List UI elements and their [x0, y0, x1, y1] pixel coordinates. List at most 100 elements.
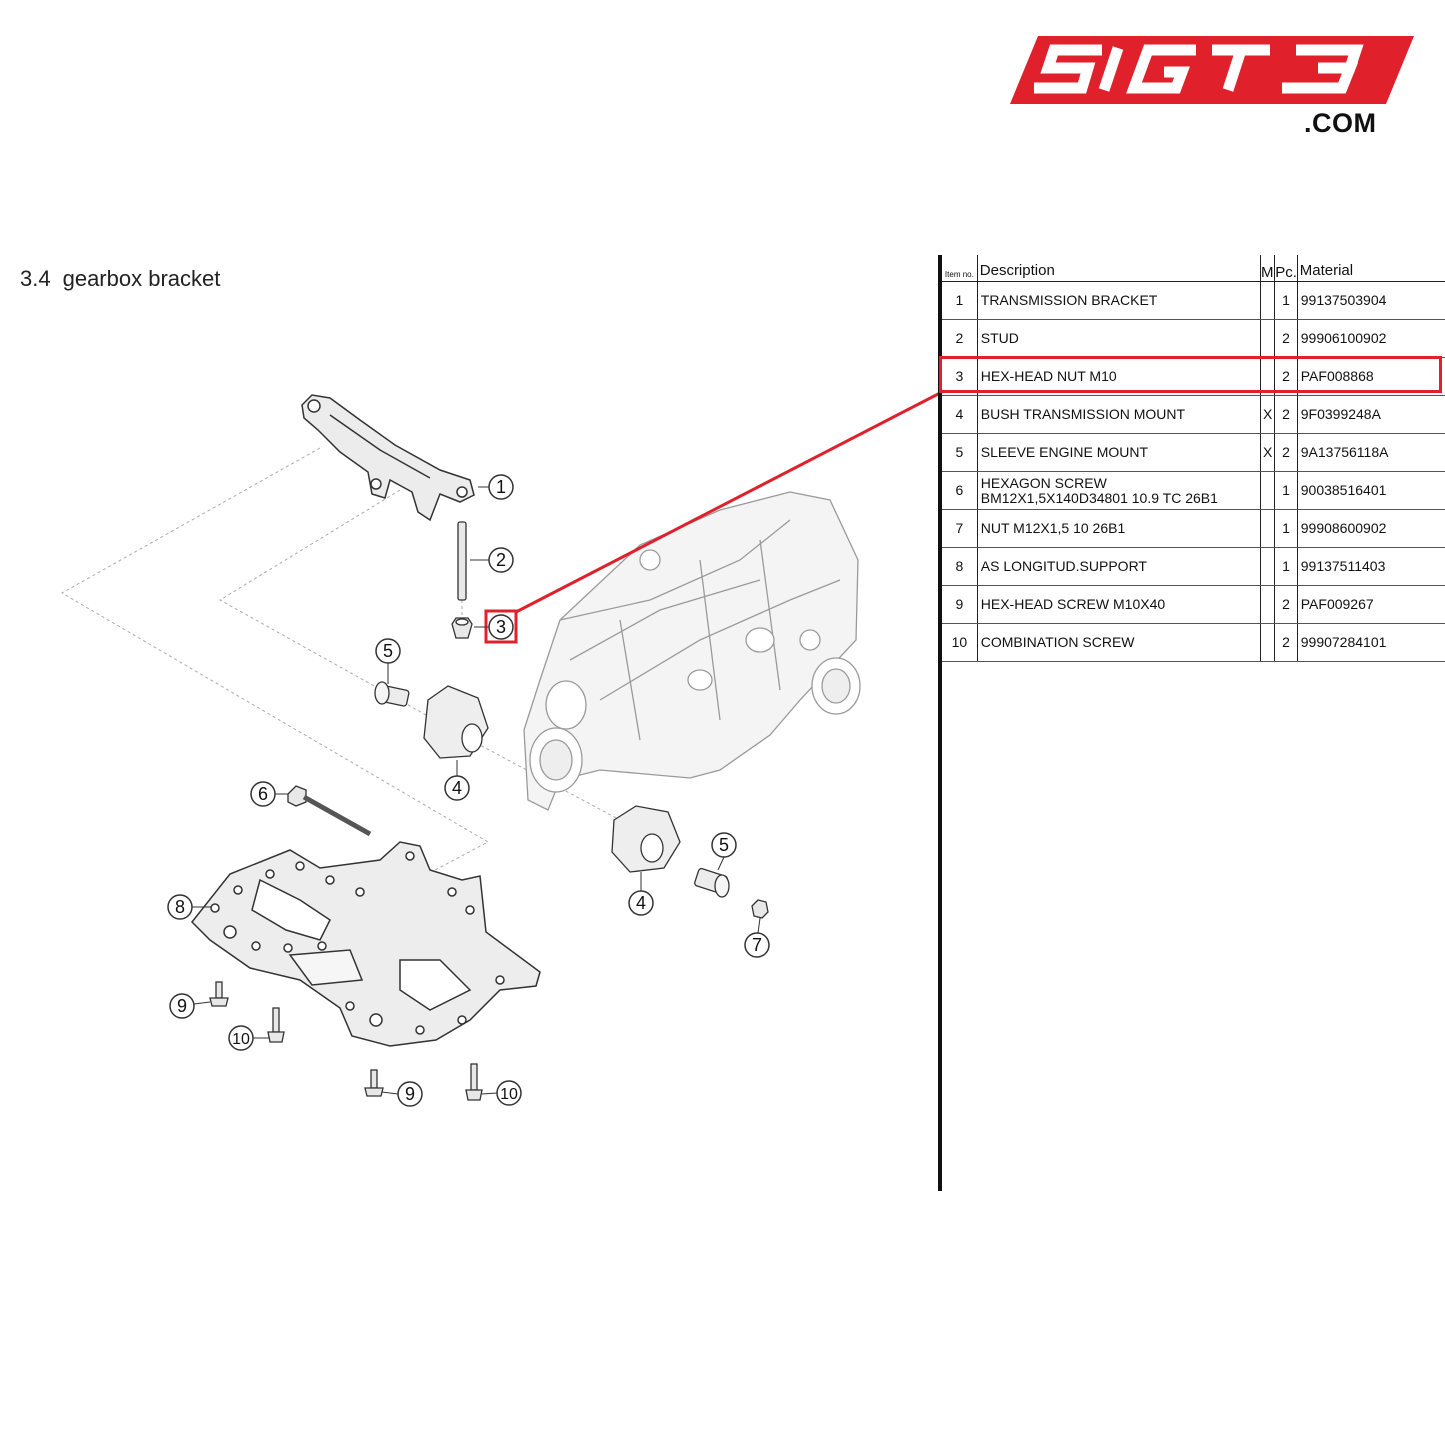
table-left-rule: [938, 255, 942, 1191]
part-bush-lower: [611, 805, 681, 873]
row-m: [1260, 471, 1276, 510]
callout-number: 5: [383, 641, 393, 661]
row-material: 9A13756118A: [1297, 433, 1445, 472]
row-material: 90038516401: [1297, 471, 1445, 510]
row-description: HEXAGON SCREW BM12X1,5X140D34801 10.9 TC…: [976, 471, 1261, 510]
callout-8: 8: [167, 894, 212, 920]
row-m: [1260, 585, 1276, 624]
row-pc: 2: [1274, 623, 1298, 662]
row-item-no: 10: [942, 623, 978, 662]
callout-number: 7: [752, 935, 762, 955]
row-m: X: [1260, 433, 1276, 472]
row-material: PAF009267: [1297, 585, 1445, 624]
header-description: Description: [976, 255, 1261, 282]
row-item-no: 1: [942, 281, 978, 320]
row-description: NUT M12X1,5 10 26B1: [976, 509, 1261, 548]
row-material: PAF008868: [1297, 357, 1445, 396]
callout-10-left: 10: [228, 1025, 270, 1051]
callout-number: 1: [496, 477, 506, 497]
row-pc: 1: [1274, 471, 1298, 510]
row-description: STUD: [976, 319, 1261, 358]
row-pc: 2: [1274, 319, 1298, 358]
part-longitudinal-support: [190, 841, 541, 1047]
highlight-leader-line: [515, 390, 943, 614]
part-hexagon-screw: [287, 785, 372, 837]
row-description: HEX-HEAD NUT M10: [976, 357, 1261, 396]
row-item-no: 6: [942, 471, 978, 510]
callouts: 1 2 3 5 4 6 8 4 5 7 9 10 9 10: [167, 474, 770, 1107]
row-pc: 1: [1274, 547, 1298, 586]
row-description: BUSH TRANSMISSION MOUNT: [976, 395, 1261, 434]
row-item-no: 9: [942, 585, 978, 624]
callout-number: 3: [496, 617, 506, 637]
row-description: TRANSMISSION BRACKET: [976, 281, 1261, 320]
row-pc: 2: [1274, 357, 1298, 396]
row-material: 99907284101: [1297, 623, 1445, 662]
row-item-no: 2: [942, 319, 978, 358]
row-m: [1260, 547, 1276, 586]
callout-4-lower: 4: [628, 872, 654, 916]
row-pc: 2: [1274, 585, 1298, 624]
section-number: 3.4: [20, 266, 51, 291]
callout-3: 3: [474, 614, 514, 640]
logo-domain-suffix: .COM: [1304, 108, 1377, 138]
row-pc: 1: [1274, 281, 1298, 320]
part-hex-nut: [451, 617, 473, 639]
callout-4-upper: 4: [444, 760, 470, 801]
callout-number: 9: [177, 996, 187, 1016]
part-screws: [209, 981, 483, 1101]
row-material: 99906100902: [1297, 319, 1445, 358]
header-item-no: Item no.: [942, 255, 978, 282]
row-m: [1260, 509, 1276, 548]
row-material: 9F0399248A: [1297, 395, 1445, 434]
row-description: HEX-HEAD SCREW M10X40: [976, 585, 1261, 624]
row-pc: 2: [1274, 395, 1298, 434]
part-sleeve-lower: [694, 867, 730, 898]
callout-number: 10: [500, 1086, 518, 1103]
callout-number: 8: [175, 897, 185, 917]
row-m: [1260, 623, 1276, 662]
part-bush-upper: [423, 685, 489, 759]
row-description: SLEEVE ENGINE MOUNT: [976, 433, 1261, 472]
logo-lettering: [1034, 44, 1364, 94]
assembly-guide-lines: [60, 447, 621, 879]
callout-number: 10: [232, 1031, 250, 1048]
row-m: [1260, 319, 1276, 358]
row-description: COMBINATION SCREW: [976, 623, 1261, 662]
row-pc: 2: [1274, 433, 1298, 472]
table-header-row: Item no. Description M Pc. Material: [942, 255, 1445, 282]
row-material: 99908600902: [1297, 509, 1445, 548]
callout-number: 4: [452, 778, 462, 798]
callout-6: 6: [250, 781, 288, 807]
site-logo[interactable]: [1000, 28, 1420, 148]
callout-5-lower: 5: [711, 832, 737, 871]
callout-number: 6: [258, 784, 268, 804]
callout-10-bottom: 10: [481, 1080, 522, 1106]
callout-5-upper: 5: [375, 638, 401, 684]
callout-number: 4: [636, 893, 646, 913]
callout-2: 2: [470, 547, 514, 573]
callout-9-bottom: 9: [381, 1081, 423, 1107]
part-sleeve-upper: [374, 681, 410, 707]
callout-7: 7: [744, 917, 770, 958]
callout-9-left: 9: [169, 993, 211, 1019]
callout-number: 9: [405, 1084, 415, 1104]
part-transmission-bracket: [301, 394, 475, 522]
row-m: [1260, 357, 1276, 396]
row-pc: 1: [1274, 509, 1298, 548]
row-item-no: 3: [942, 357, 978, 396]
row-item-no: 4: [942, 395, 978, 434]
